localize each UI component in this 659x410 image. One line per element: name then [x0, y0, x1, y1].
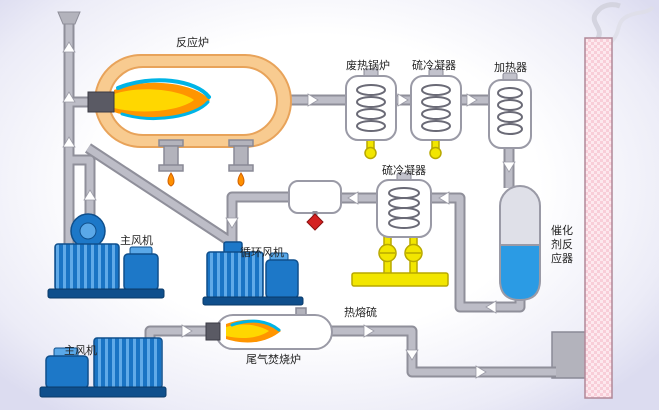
- blower-fins: [54, 243, 120, 291]
- machine-base: [39, 386, 167, 398]
- flow-arrow-right: [363, 324, 375, 338]
- label-waste-heat-boiler: 废热锅炉: [346, 59, 390, 72]
- duct-flare: [57, 11, 81, 25]
- blower-hub: [79, 222, 97, 240]
- label-reaction-furnace: 反应炉: [176, 36, 209, 49]
- furnace-drain-leg: [228, 139, 254, 187]
- label-molten-sulfur: 热熔硫: [344, 306, 377, 319]
- flow-arrow-left: [485, 300, 497, 314]
- machine-base: [47, 288, 165, 299]
- flow-arrow-up: [62, 41, 76, 53]
- flow-arrow-up: [62, 91, 76, 103]
- flow-arrow-right: [466, 93, 478, 107]
- coil-icon: [421, 84, 451, 132]
- flow-arrow-down: [405, 349, 419, 361]
- heater: [488, 72, 532, 149]
- sulfur-drain-system: [351, 137, 449, 287]
- stack-inlet-block: [551, 331, 587, 379]
- flow-arrow-down: [225, 217, 239, 229]
- flame-core: [226, 324, 269, 339]
- catalyst-bed: [499, 244, 541, 302]
- knockout-vessel: [288, 180, 342, 231]
- label-catalyst-reactor: 催化剂反应器: [551, 224, 573, 265]
- burner-nozzle: [87, 91, 115, 113]
- blower-fins: [93, 337, 163, 389]
- tail-gas-incinerator: [205, 307, 333, 350]
- label-main-blower-upper: 主风机: [120, 234, 153, 247]
- flame-cyan-streak: [116, 78, 211, 99]
- motor: [123, 253, 159, 291]
- furnace-drain-leg: [158, 139, 184, 187]
- sulfur-condenser-top: [410, 68, 462, 141]
- coil-icon: [388, 187, 420, 229]
- chimney-stack: [551, 2, 655, 399]
- pipes: [57, 11, 556, 372]
- flow-arrow-right: [181, 324, 193, 338]
- motor: [45, 355, 89, 389]
- label-heater: 加热器: [494, 61, 527, 74]
- flame-cyan-streak: [120, 100, 210, 120]
- smoke-icon: [591, 2, 621, 40]
- flow-arrow-right: [307, 93, 319, 107]
- coil-icon: [497, 87, 523, 135]
- label-circulation-fan: 循环风机: [240, 246, 284, 259]
- waste-heat-boiler: [345, 68, 397, 141]
- main-blower-upper: [47, 213, 165, 299]
- sulfur-droplet: [167, 172, 175, 187]
- main-blower-lower: [39, 337, 167, 398]
- flow-arrow-left: [347, 191, 359, 205]
- label-sulfur-condenser-mid: 硫冷凝器: [382, 164, 426, 177]
- flame-core: [114, 89, 194, 112]
- coil-icon: [356, 84, 386, 132]
- motor: [265, 259, 299, 299]
- reaction-furnace: [87, 54, 292, 187]
- red-valve-icon: [306, 213, 324, 231]
- sulfur-seal-pot: [364, 146, 377, 160]
- flow-arrow-up: [62, 136, 76, 148]
- machine-base: [202, 296, 304, 306]
- sulfur-condenser-mid: [376, 172, 432, 238]
- flow-arrows: [62, 41, 516, 379]
- flow-arrow-up: [83, 189, 97, 201]
- circulation-fan: [202, 241, 304, 306]
- label-main-blower-lower: 主风机: [64, 344, 97, 357]
- smoke-icon: [609, 5, 655, 44]
- label-sulfur-condenser-top: 硫冷凝器: [412, 59, 456, 72]
- catalyst-reactor: [499, 185, 541, 302]
- flow-arrow-right: [397, 93, 409, 107]
- sulfur-header: [351, 272, 449, 287]
- vessel-body: [488, 79, 532, 149]
- vessel-body: [288, 180, 342, 214]
- flow-arrow-left: [438, 191, 450, 205]
- sulfur-droplet: [237, 172, 245, 187]
- stack-column: [584, 37, 613, 399]
- flow-arrow-down: [502, 161, 516, 173]
- sulfur-seal-pot: [429, 146, 442, 160]
- flame-cyan-streak: [230, 319, 281, 332]
- burner-nozzle: [205, 322, 221, 341]
- flow-arrow-right: [475, 365, 487, 379]
- label-tail-gas-incinerator: 尾气焚烧炉: [246, 353, 301, 366]
